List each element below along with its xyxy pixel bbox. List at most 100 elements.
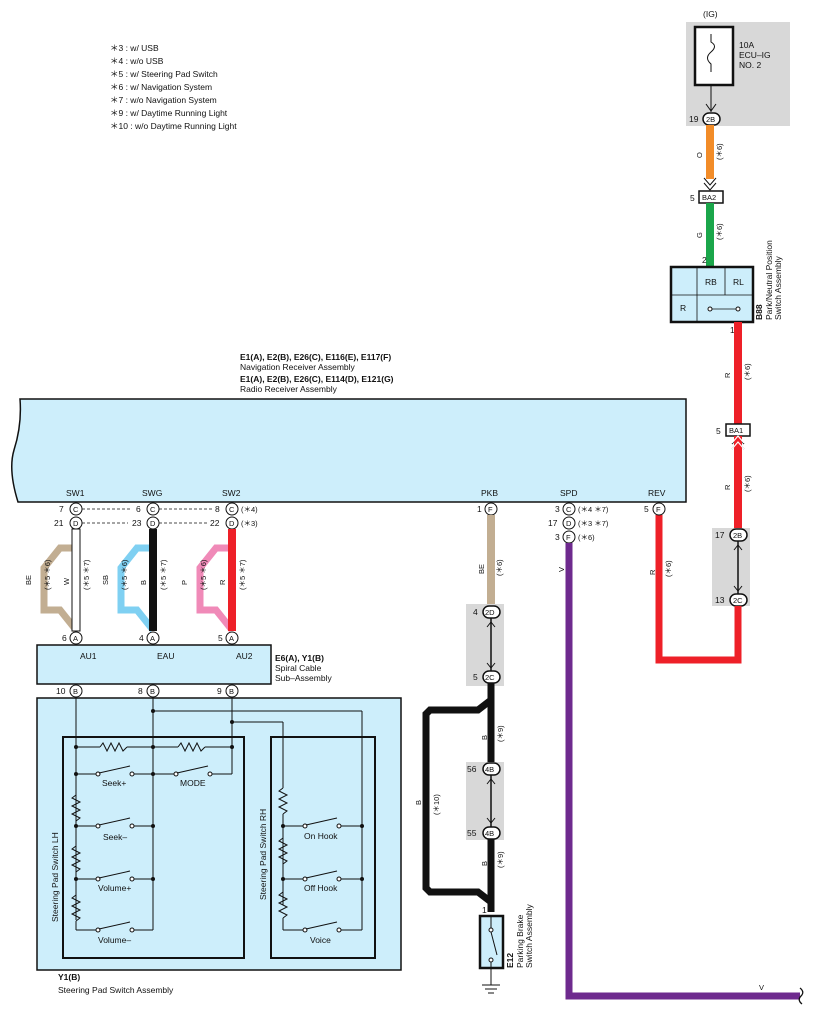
inline-connector-arrow [703, 177, 717, 191]
svg-text:(＊4): (＊4) [241, 505, 258, 514]
svg-text:(＊5 ＊7): (＊5 ＊7) [159, 559, 168, 590]
svg-text:A: A [150, 634, 155, 643]
spiral-code: E6(A), Y1(B) [275, 653, 324, 663]
wire-label-R-2: R [723, 484, 732, 490]
note-9: ＊9 : w/ Daytime Running Light [110, 108, 228, 118]
svg-text:C: C [73, 505, 79, 514]
wire-green [706, 203, 714, 266]
conn-2B-label: 2B [706, 115, 715, 124]
svg-text:B: B [229, 687, 234, 696]
switch-off-hook: Off Hook [304, 883, 338, 893]
svg-text:4: 4 [139, 633, 144, 643]
svg-text:D: D [73, 519, 79, 528]
svg-text:23: 23 [132, 518, 142, 528]
svg-text:1: 1 [482, 905, 487, 915]
fuse-amp: 10A [739, 40, 754, 50]
svg-text:B: B [480, 861, 489, 866]
svg-text:(＊4 ＊7): (＊4 ＊7) [578, 505, 609, 514]
connector-2B-top: 19 2B [689, 112, 721, 126]
svg-text:(＊3): (＊3) [241, 519, 258, 528]
spiral-top-pins: 6 A 4 A 5 A [62, 631, 239, 645]
svg-text:B: B [73, 687, 78, 696]
pin-2-pns: 2 [702, 255, 707, 265]
splice-2D-2C: 4 2D 5 2C [466, 604, 504, 686]
pin-SW1: SW1 [66, 488, 85, 498]
conn-2D-label: 2D [485, 608, 495, 617]
conn-BA2-label: BA2 [702, 193, 716, 202]
svg-text:(＊9): (＊9) [496, 851, 505, 868]
ig-label: (IG) [703, 9, 718, 19]
note-10: ＊10 : w/o Daytime Running Light [110, 121, 237, 131]
svg-text:3: 3 [555, 504, 560, 514]
svg-text:B: B [150, 687, 155, 696]
receiver-assembly-box [11, 398, 687, 503]
wire-red-mid [734, 436, 742, 528]
spiral-pin-AU1: AU1 [80, 651, 97, 661]
svg-text:(＊10): (＊10) [432, 794, 441, 815]
pin-19: 19 [689, 114, 699, 124]
pin-1-pns: 1 [730, 325, 735, 335]
parking-brake-switch: 1 E12 Parking Brake Switch Assembly [478, 903, 534, 994]
svg-text:P: P [180, 580, 189, 585]
note-6: ＊6 : w/ Navigation System [110, 82, 212, 92]
svg-text:A: A [73, 634, 78, 643]
svg-text:F: F [566, 533, 571, 542]
pbs-code: E12 [505, 953, 515, 968]
svg-text:C: C [566, 505, 572, 514]
svg-text:3: 3 [555, 532, 560, 542]
svg-text:5: 5 [644, 504, 649, 514]
svg-text:5: 5 [473, 672, 478, 682]
pns-terminal-RL: RL [733, 277, 744, 287]
svg-text:W: W [62, 577, 71, 585]
svg-text:6: 6 [62, 633, 67, 643]
note-5: ＊5 : w/ Steering Pad Switch [110, 69, 218, 79]
conn-4B-bottom-label: 4B [485, 829, 494, 838]
pin-SW2: SW2 [222, 488, 241, 498]
pbs-name-2: Switch Assembly [524, 903, 534, 968]
wire-orange [706, 125, 714, 179]
svg-text:55: 55 [467, 828, 477, 838]
svg-text:4: 4 [473, 607, 478, 617]
svg-text:C: C [229, 505, 235, 514]
pns-terminal-RB: RB [705, 277, 717, 287]
wire-white-sw1 [71, 528, 81, 632]
svg-text:F: F [488, 505, 493, 514]
steering-name: Steering Pad Switch Assembly [58, 985, 174, 995]
switch-seek-plus: Seek+ [102, 778, 126, 788]
svg-text:SB: SB [101, 575, 110, 585]
pns-code: B88 [754, 304, 764, 320]
wire-black-bypass [422, 697, 494, 905]
splice-2B-2C: 17 2B 13 2C [712, 528, 750, 607]
pin-PKB: PKB [481, 488, 498, 498]
switch-volume-minus: Volume– [98, 935, 131, 945]
conn-4B-top-label: 4B [485, 765, 494, 774]
park-neutral-switch: RB RL R B88 Park/Neutral Position Switch… [669, 240, 783, 324]
svg-text:(＊5 ＊7): (＊5 ＊7) [238, 559, 247, 590]
splice-4B: 56 4B 55 4B [466, 762, 504, 840]
svg-text:9: 9 [217, 686, 222, 696]
svg-text:F: F [656, 505, 661, 514]
svg-text:V: V [759, 983, 764, 992]
conn-BA1-label: BA1 [729, 426, 743, 435]
wire-P-sw2 [196, 544, 235, 633]
fuse-name-2: NO. 2 [739, 60, 761, 70]
wire-label-R-1: R [723, 372, 732, 378]
fuse-block: (IG) 10A ECU–IG NO. 2 [686, 9, 790, 126]
receiver-header: E1(A), E2(B), E26(C), E116(E), E117(F) N… [240, 352, 394, 394]
svg-text:(＊3 ＊7): (＊3 ＊7) [578, 519, 609, 528]
fuse-icon [707, 34, 715, 72]
svg-text:8: 8 [138, 686, 143, 696]
svg-text:(＊5 ＊6): (＊5 ＊6) [43, 559, 52, 590]
svg-text:B: B [414, 800, 423, 805]
receiver-name-a: Navigation Receiver Assembly [240, 362, 356, 372]
note-6-d: (＊6) [743, 475, 752, 492]
svg-text:C: C [150, 505, 156, 514]
pbs-name-1: Parking Brake [515, 914, 525, 968]
spiral-bottom-pins: 10 B 8 B 9 B [56, 684, 239, 698]
svg-text:22: 22 [210, 518, 220, 528]
receiver-title-a: E1(A), E2(B), E26(C), E116(E), E117(F) [240, 352, 391, 362]
pns-terminal-R: R [680, 303, 686, 313]
svg-text:56: 56 [467, 764, 477, 774]
wire-label-O: O [695, 152, 704, 158]
wire-label-G: G [695, 232, 704, 238]
